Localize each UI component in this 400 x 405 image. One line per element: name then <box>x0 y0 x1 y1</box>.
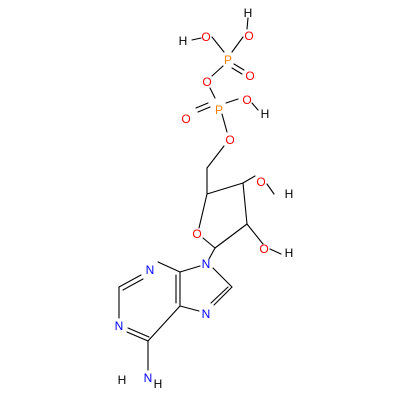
bond-c4-n9 <box>179 265 201 273</box>
atom-hydrogen-top-left: H <box>179 34 188 48</box>
bond-p-mid-o-double-b <box>197 106 211 113</box>
bond-o2-h2 <box>269 248 282 255</box>
atom-nitrogen-n7: N <box>202 307 211 321</box>
atom-hydrogen-amine-1: H <box>118 373 127 387</box>
bond-c1-n9 <box>208 247 216 260</box>
bond-c1-c2 <box>214 223 248 249</box>
atom-oxygen-ring: O <box>192 227 201 241</box>
bond-o-ester-c5 <box>206 145 225 169</box>
atom-labels: P O H O H O O P O O H O O O H O H N N N … <box>115 6 294 391</box>
atom-hydrogen-amine-2: H <box>154 377 163 391</box>
bond-p-o-double-a <box>233 63 245 71</box>
bond-o-bridge-p-mid <box>209 87 216 99</box>
atom-nitrogen-amine: N <box>144 371 153 385</box>
atom-oxygen-top-oh-up: O <box>244 29 253 43</box>
bond-c6-c5 <box>147 305 181 342</box>
atom-oxygen-mid-double: O <box>181 112 190 126</box>
atom-oxygen-c3: O <box>256 175 265 189</box>
bond-p-top-o-bridge <box>211 65 224 77</box>
bond-n1-c6-a <box>126 331 149 342</box>
bond-n9-c8 <box>212 267 233 288</box>
atom-nitrogen-n3: N <box>146 263 155 277</box>
bond-n3-c2-b <box>122 278 144 291</box>
atom-oxygen-c2: O <box>259 242 268 256</box>
atom-nitrogen-n9: N <box>202 257 211 271</box>
atom-hydrogen-mid: H <box>261 107 270 121</box>
bonds <box>118 17 282 371</box>
atom-hydrogen-c2: H <box>285 246 294 260</box>
bond-p-mid-o-double-a <box>195 102 209 109</box>
bond-oh-p-top-left <box>211 36 225 53</box>
bond-c4-o-ring <box>198 193 208 229</box>
bond-oh-h-mid <box>251 102 259 111</box>
bond-c2-o2 <box>246 223 264 245</box>
atom-phosphorus-mid: P <box>215 103 223 117</box>
bond-c3-o3 <box>242 175 256 184</box>
atom-oxygen-bridge: O <box>202 75 211 89</box>
bond-c4-c3 <box>206 182 244 195</box>
bond-o-h-top-up <box>246 17 249 30</box>
bond-n3-c2-a <box>118 274 142 288</box>
bond-o-ring-c1 <box>202 237 216 249</box>
bond-c3-c2 <box>242 182 248 225</box>
bond-p-mid-o-ester <box>221 113 228 133</box>
bond-c8-n7-b <box>210 286 229 304</box>
atom-hydrogen-top-up: H <box>244 6 253 20</box>
atom-nitrogen-n1: N <box>115 319 124 333</box>
atom-oxygen-ester: O <box>225 133 234 147</box>
bond-n7-c5 <box>179 305 200 312</box>
bond-p-o-double-b <box>231 67 243 75</box>
bond-p-mid-oh <box>225 98 239 104</box>
atom-oxygen-top-oh-left: O <box>201 30 210 44</box>
bond-o3-h3 <box>266 183 275 195</box>
atom-phosphorus-top: P <box>224 53 232 67</box>
bond-c4-n3 <box>157 261 181 273</box>
bond-c8-n7-a <box>213 286 233 306</box>
atom-oxygen-mid-oh: O <box>242 93 251 107</box>
atom-hydrogen-c3: H <box>285 187 294 201</box>
bond-oh-p-top-right <box>231 36 244 53</box>
bond-n1-c6-b <box>127 327 150 338</box>
atom-oxygen-top-double: O <box>245 69 254 83</box>
bond-o-h-top-left <box>191 37 202 41</box>
